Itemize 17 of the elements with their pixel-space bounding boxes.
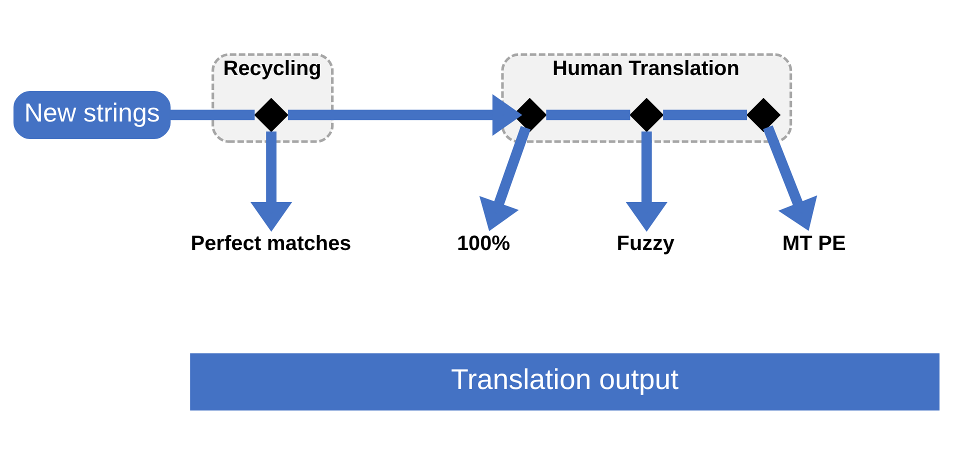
arrow — [479, 126, 531, 232]
node-text: Perfect matches — [190, 232, 352, 255]
node-text: MT PE — [782, 232, 846, 255]
arrow — [763, 125, 818, 231]
node-box: Translation output — [190, 353, 940, 410]
node-diamond — [629, 98, 664, 132]
cluster: Recycling — [212, 53, 334, 143]
node-text: Fuzzy — [616, 232, 674, 255]
arrow — [626, 132, 668, 232]
node-diamond — [746, 98, 781, 132]
node-diamond — [254, 98, 288, 132]
cluster: Human Translation — [501, 53, 792, 143]
node-box: New strings — [13, 90, 171, 140]
connector — [546, 110, 630, 120]
arrow — [288, 94, 522, 136]
node-text: 100% — [457, 232, 510, 255]
arrow — [250, 132, 292, 232]
